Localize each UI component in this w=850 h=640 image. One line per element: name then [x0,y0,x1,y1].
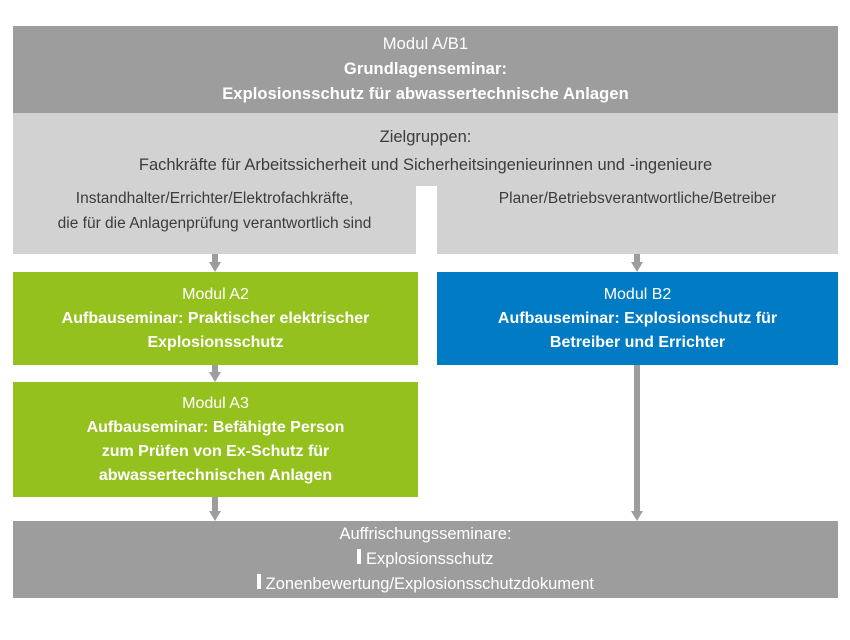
refresher-item-2-label: Zonenbewertung/Explosionsschutzdokument [265,575,594,593]
target-group-column-divider [416,186,437,254]
refresher-item-1-label: Explosionsschutz [366,550,494,568]
target-group-left-line-1: Instandhalter/Errichter/Elektrofachkräft… [75,190,354,207]
target-groups-heading: Zielgruppen: [379,128,472,146]
arrow-shaft [634,254,640,262]
arrow-head [209,262,221,272]
refresher-seminars-box: Auffrischungsseminare: Explosionsschutz … [13,521,838,598]
module-ab1-subtitle: Grundlagenseminar: [343,60,508,78]
arrow-head [631,511,643,521]
arrow-down-icon-a3-to-refresher [209,497,221,521]
module-a3-title-line1: Aufbauseminar: Befähigte Person [86,418,345,436]
target-group-right-line-1: Planer/Betriebsverantwortliche/Betreiber [498,190,777,207]
module-ab1-code: Modul A/B1 [382,35,469,53]
module-a3-title-line2: zum Prüfen von Ex-Schutz für [101,442,330,460]
module-a2-title-line1: Aufbauseminar: Praktischer elektrischer [61,309,370,327]
bullet-marker-icon [257,574,262,589]
arrow-shaft [634,365,640,511]
module-box-b2: Modul B2 Aufbauseminar: Explosionschutz … [437,272,838,365]
module-box-a2: Modul A2 Aufbauseminar: Praktischer elek… [13,272,418,365]
refresher-item-2: Zonenbewertung/Explosionsschutzdokument [25,572,826,597]
arrow-shaft [212,365,218,372]
module-a2-code: Modul A2 [182,285,249,303]
target-group-column-right: Planer/Betriebsverantwortliche/Betreiber [437,186,838,211]
module-b2-code: Modul B2 [603,285,672,303]
arrow-down-icon-b2-to-refresher [631,365,643,521]
target-groups-heading-block: Zielgruppen: Fachkräfte für Arbeitssiche… [13,123,838,179]
arrow-head [209,511,221,521]
module-a2-title-line2: Explosionsschutz [147,333,284,351]
target-group-column-left: Instandhalter/Errichter/Elektrofachkräft… [13,186,416,236]
target-group-left-line-2: die für die Anlagenprüfung verantwortlic… [57,215,372,232]
arrow-head [631,262,643,272]
module-ab1-title: Explosionsschutz für abwassertechnische … [222,85,629,103]
arrow-shaft [212,497,218,511]
arrow-down-icon-targetgroups-to-a2 [209,254,221,272]
refresher-item-1: Explosionsschutz [25,547,826,572]
arrow-head [209,372,221,382]
module-a3-code: Modul A3 [182,394,249,412]
arrow-down-icon-targetgroups-to-b2 [631,254,643,272]
target-groups-subheading: Fachkräfte für Arbeitssicherheit und Sic… [138,156,713,174]
module-a3-title-line3: abwassertechnischen Anlagen [98,466,333,484]
module-box-ab1: Modul A/B1 Grundlagenseminar: Explosions… [13,26,838,113]
refresher-heading: Auffrischungsseminare: [339,525,512,543]
module-box-a3: Modul A3 Aufbauseminar: Befähigte Person… [13,382,418,497]
arrow-down-icon-a2-to-a3 [209,365,221,382]
target-groups-band: Zielgruppen: Fachkräfte für Arbeitssiche… [13,113,838,254]
bullet-marker-icon [357,549,362,564]
arrow-shaft [212,254,218,262]
module-b2-title-line1: Aufbauseminar: Explosionschutz für [497,309,778,327]
module-b2-title-line2: Betreiber und Errichter [549,333,726,351]
